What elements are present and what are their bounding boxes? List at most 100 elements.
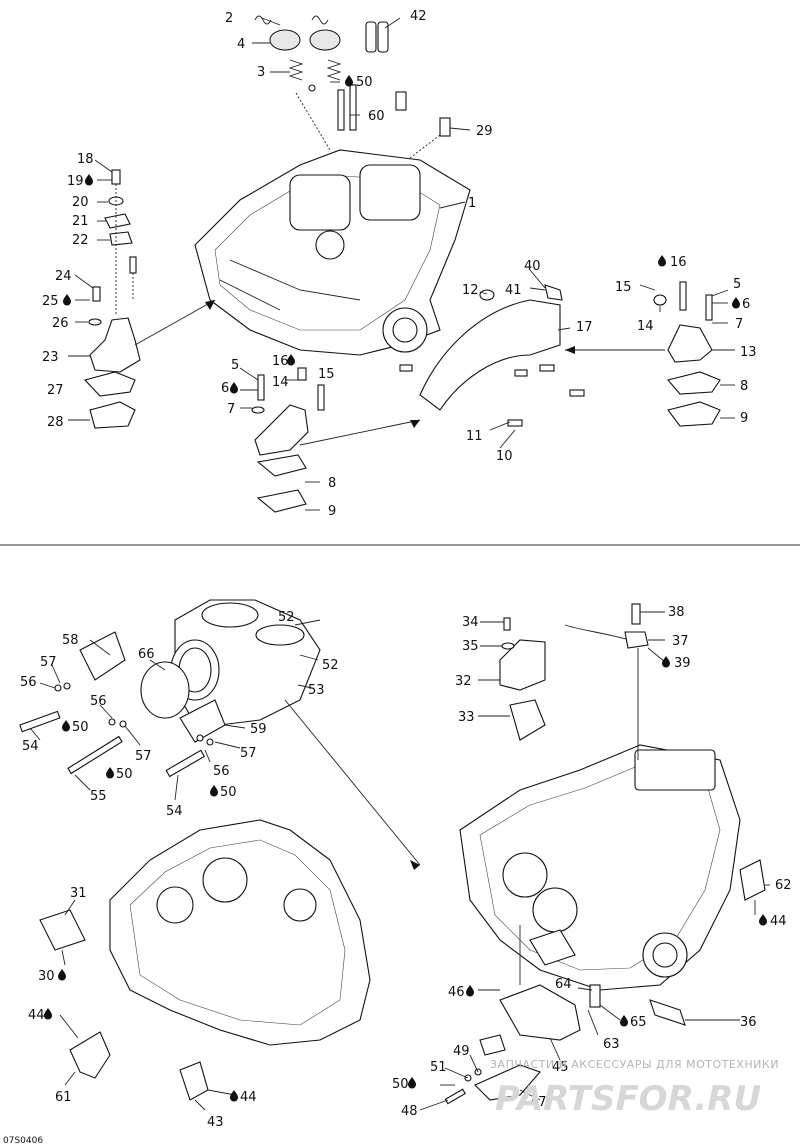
callout-7-right: 7: [735, 317, 743, 332]
callout-29: 29: [476, 124, 493, 139]
liquid-drop-icon: [759, 914, 767, 926]
callout-30: 30: [38, 969, 55, 984]
engine-bracket: [399, 284, 585, 427]
callout-46: 46: [448, 985, 465, 1000]
callout-52b: 52: [322, 658, 339, 673]
callout-10: 10: [496, 449, 513, 464]
callout-64: 64: [555, 977, 572, 992]
callout-23: 23: [42, 350, 59, 365]
left-engine-mount: [83, 169, 141, 429]
liquid-drop-icon: [732, 297, 740, 309]
liquid-drop-icon: [230, 382, 238, 394]
callout-49: 49: [453, 1044, 470, 1059]
liquid-drop-icon: [58, 969, 66, 981]
callout-6-right: 6: [742, 297, 750, 312]
callout-50d: 50: [220, 785, 237, 800]
watermark-text: ЗАПЧАСТИ И АКСЕССУАРЫ ДЛЯ МОТОТЕХНИКИ: [490, 1058, 779, 1071]
callout-54: 54: [22, 739, 39, 754]
callout-14: 14: [272, 375, 289, 390]
callout-63: 63: [603, 1037, 620, 1052]
callout-44: 44: [28, 1008, 45, 1023]
callout-9: 9: [328, 504, 336, 519]
callout-56b: 56: [90, 694, 107, 709]
liquid-drop-icon: [210, 785, 218, 797]
callout-53: 53: [308, 683, 325, 698]
callout-44c: 44: [770, 914, 787, 929]
callout-3: 3: [257, 65, 265, 80]
callout-5-right: 5: [733, 277, 741, 292]
callout-21: 21: [72, 214, 89, 229]
callout-17: 17: [576, 320, 593, 335]
callout-54b: 54: [166, 804, 183, 819]
callout-5: 5: [231, 358, 239, 373]
callout-50c: 50: [116, 767, 133, 782]
callout-32: 32: [455, 674, 472, 689]
callout-16-right: 16: [670, 255, 687, 270]
center-engine-mount: [251, 367, 325, 513]
callout-15: 15: [318, 367, 335, 382]
right-engine-mount: [653, 281, 721, 427]
callout-57: 57: [40, 655, 57, 670]
callout-24: 24: [55, 269, 72, 284]
callout-26: 26: [52, 316, 69, 331]
callout-36: 36: [740, 1015, 757, 1030]
liquid-drop-icon: [408, 1077, 416, 1089]
engine-block-top: [194, 149, 471, 356]
callout-20: 20: [72, 195, 89, 210]
callout-27: 27: [47, 383, 64, 398]
watermark-logo: PARTSFOR.RU: [495, 1079, 761, 1119]
callout-65: 65: [630, 1015, 647, 1030]
callout-57c: 57: [240, 746, 257, 761]
liquid-drop-icon: [230, 1090, 238, 1102]
throttle-body-assembly: [19, 599, 321, 778]
liquid-drop-icon: [85, 174, 93, 186]
callout-45: 45: [552, 1060, 569, 1075]
liquid-drop-icon: [345, 75, 353, 87]
callout-33: 33: [458, 710, 475, 725]
callout-1: 1: [468, 196, 476, 211]
callout-13: 13: [740, 345, 757, 360]
callout-51: 51: [430, 1060, 447, 1075]
callout-31: 31: [70, 886, 87, 901]
callout-57b: 57: [135, 749, 152, 764]
callout-34: 34: [462, 615, 479, 630]
figure-code: 07S0406: [3, 1136, 43, 1146]
callout-50e: 50: [392, 1077, 409, 1092]
callout-41: 41: [505, 283, 522, 298]
callout-42: 42: [410, 9, 427, 24]
callout-43: 43: [207, 1115, 224, 1130]
callout-47: 47: [530, 1095, 547, 1110]
callout-50b: 50: [72, 720, 89, 735]
callout-50: 50: [356, 75, 373, 90]
liquid-drop-icon: [63, 294, 71, 306]
liquid-drop-icon: [658, 255, 666, 267]
liquid-drop-icon: [62, 720, 70, 732]
callout-28: 28: [47, 415, 64, 430]
callout-35: 35: [462, 639, 479, 654]
callout-16: 16: [272, 354, 289, 369]
callout-56c: 56: [213, 764, 230, 779]
callout-6: 6: [221, 381, 229, 396]
callout-15-right: 15: [615, 280, 632, 295]
callout-11: 11: [466, 429, 483, 444]
liquid-drop-icon: [106, 767, 114, 779]
callout-39: 39: [674, 656, 691, 671]
callout-22: 22: [72, 233, 89, 248]
callout-60: 60: [368, 109, 385, 124]
callout-25: 25: [42, 294, 59, 309]
callout-56: 56: [20, 675, 37, 690]
callout-61: 61: [55, 1090, 72, 1105]
callout-4: 4: [237, 37, 245, 52]
callout-19: 19: [67, 174, 84, 189]
callout-37: 37: [672, 634, 689, 649]
liquid-drop-icon: [620, 1015, 628, 1027]
callout-44b: 44: [240, 1090, 257, 1105]
liquid-drop-icon: [44, 1008, 52, 1020]
leader-lines-top: [68, 17, 735, 511]
callout-9-right: 9: [740, 411, 748, 426]
callout-2: 2: [225, 11, 233, 26]
callout-62: 62: [775, 878, 792, 893]
callout-12: 12: [462, 283, 479, 298]
callout-14-right: 14: [637, 319, 654, 334]
callout-55: 55: [90, 789, 107, 804]
